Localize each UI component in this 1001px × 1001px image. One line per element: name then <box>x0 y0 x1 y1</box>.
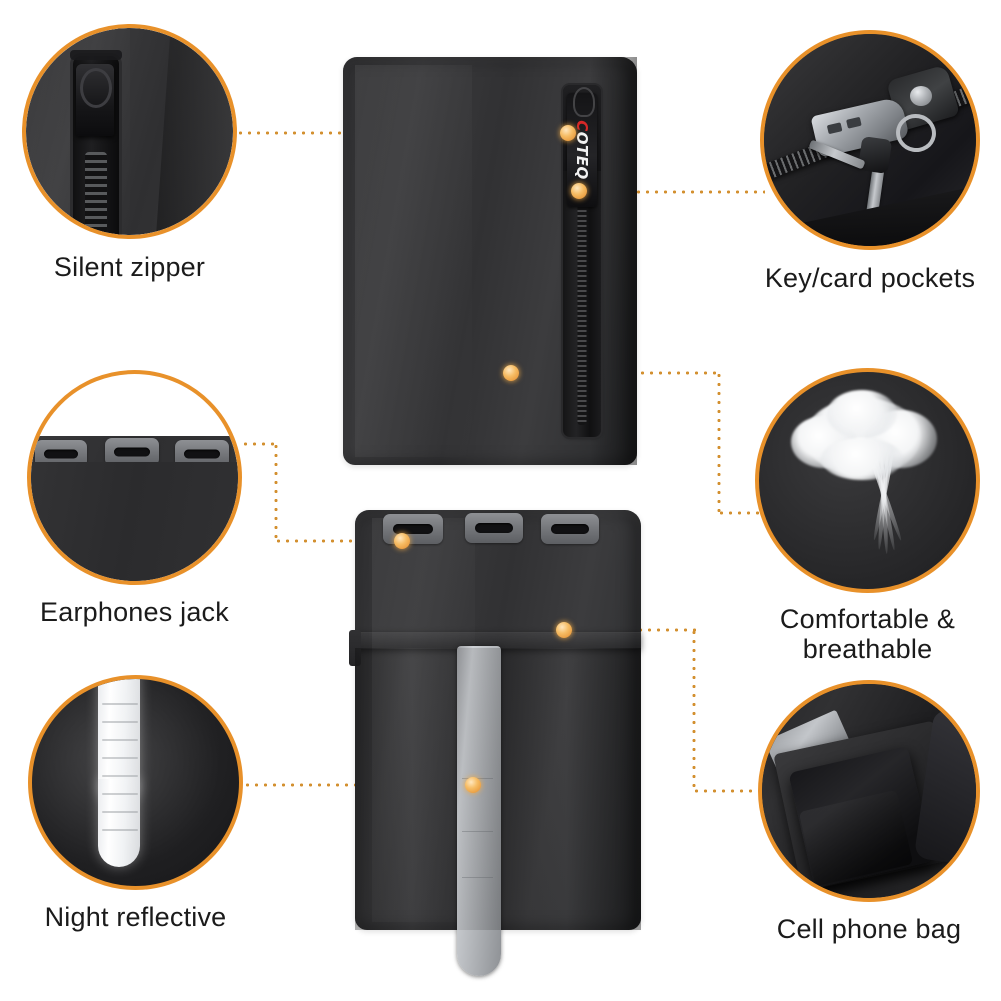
connector-breathable-segment-2 <box>717 371 721 513</box>
closeup-strap-tab-center <box>105 438 159 466</box>
node-night-reflective <box>465 777 481 793</box>
silent-zipper-detail-art <box>26 28 233 235</box>
callout-key-card-pockets[interactable]: Key/card pockets <box>760 30 980 330</box>
node-earphones-jack <box>394 533 410 549</box>
strap-tab-left <box>383 514 443 544</box>
connector-key-card-pockets <box>580 190 765 194</box>
key-fob-button-2 <box>846 116 862 129</box>
key-head <box>857 136 893 174</box>
zipper-closeup-pull-ring <box>80 68 112 108</box>
callout-night-reflective-label: Night reflective <box>44 902 227 932</box>
reflective-rib-5 <box>102 775 138 777</box>
zipper-closeup-teeth <box>85 152 107 235</box>
reflective-rib-2 <box>102 721 138 723</box>
reflective-glow <box>32 679 239 886</box>
zipper-snap-button <box>910 86 932 106</box>
pocket-flap-seam <box>355 632 641 649</box>
callout-cell-phone-bag[interactable]: Cell phone bag <box>758 680 980 970</box>
reflective-rib-7 <box>102 811 138 813</box>
connector-earphones-segment-3 <box>274 539 402 543</box>
breathable-detail-art <box>759 372 976 589</box>
callout-cell-phone-bag-circle <box>758 680 980 902</box>
strap-tab-center-slot <box>475 523 513 533</box>
strap-tab-right <box>541 514 599 544</box>
zipper-fabric-backdrop <box>26 28 233 235</box>
callout-comfortable-breathable-circle <box>755 368 980 593</box>
callout-comfortable-breathable[interactable]: Comfortable & breathable <box>755 368 980 668</box>
night-reflective-detail-art <box>32 679 239 886</box>
cell-phone-bag-detail-art <box>762 684 976 898</box>
zipper-teeth <box>577 175 587 425</box>
side-loop <box>349 630 361 666</box>
callout-earphones-jack-label: Earphones jack <box>40 597 229 627</box>
product-bottom-view <box>349 510 641 976</box>
earphones-jack-detail-art <box>31 374 238 581</box>
connector-earphones-segment-2 <box>274 442 278 541</box>
key-card-detail-art <box>764 34 976 246</box>
reflective-rib-1 <box>102 703 138 705</box>
node-key-card-pockets <box>571 183 587 199</box>
callout-night-reflective-circle <box>28 675 243 890</box>
product-top-view: COTEQ <box>343 57 637 465</box>
strap-tab-left-slot <box>393 524 433 534</box>
connector-cellphone-segment-2 <box>692 628 696 793</box>
callout-silent-zipper[interactable]: Silent zipper <box>22 24 237 324</box>
fiber-puff-bottom <box>821 438 903 480</box>
callout-comfortable-breathable-label: Comfortable & breathable <box>779 604 956 665</box>
connector-cellphone-segment-3 <box>692 789 757 793</box>
reflective-strip <box>457 646 501 976</box>
callout-earphones-jack-circle <box>27 370 242 585</box>
node-cell-phone-bag <box>556 622 572 638</box>
closeup-strap-tab-right-slot <box>184 449 220 459</box>
callout-silent-zipper-label: Silent zipper <box>53 252 206 282</box>
brand-logo: COTEQ <box>573 120 591 180</box>
strap-tab-center <box>465 513 523 543</box>
callout-earphones-jack[interactable]: Earphones jack <box>27 370 242 660</box>
node-silent-zipper <box>560 125 576 141</box>
brand-logo-rest: OTEQ <box>573 131 591 180</box>
callout-silent-zipper-circle <box>22 24 237 239</box>
callout-night-reflective[interactable]: Night reflective <box>28 675 243 965</box>
callout-key-card-pockets-circle <box>760 30 980 250</box>
zipper-slider-loop <box>573 87 595 117</box>
callout-cell-phone-bag-label: Cell phone bag <box>776 914 962 944</box>
pouch-lower-body <box>31 462 238 581</box>
reflective-rib-4 <box>102 757 138 759</box>
key-fob-button-1 <box>826 122 843 135</box>
reflective-rib-6 <box>102 793 138 795</box>
strap-tab-right-slot <box>551 524 589 534</box>
connector-breathable-segment-3 <box>717 511 773 515</box>
reflective-rib-3 <box>102 739 138 741</box>
connector-earphones-segment-1 <box>241 442 278 446</box>
callout-key-card-pockets-label: Key/card pockets <box>764 263 976 293</box>
closeup-strap-tab-center-slot <box>114 447 150 457</box>
closeup-strap-tab-left-slot <box>44 449 78 459</box>
fiber-puff-top <box>827 390 897 438</box>
node-breathable <box>503 365 519 381</box>
reflective-rib-8 <box>102 829 138 831</box>
